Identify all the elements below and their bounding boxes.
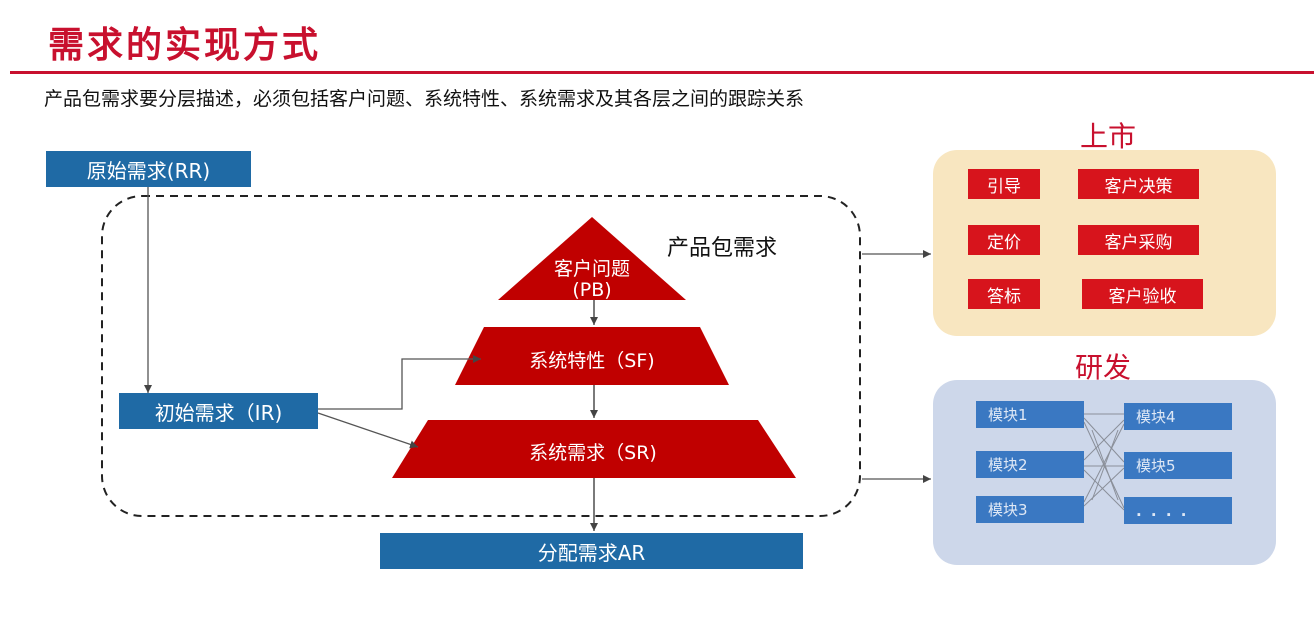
module-link: [1083, 467, 1125, 507]
module-box: 模块4: [1124, 403, 1232, 430]
product-package-label: 产品包需求: [667, 236, 778, 261]
module-link: [1083, 469, 1125, 511]
pb-label-line1: 客户问题: [553, 258, 630, 280]
module-box: 模块5: [1124, 452, 1232, 479]
market-item: 客户决策: [1078, 169, 1199, 199]
page-subtitle: 产品包需求要分层描述，必须包括客户问题、系统特性、系统需求及其各层之间的跟踪关系: [44, 88, 805, 110]
sr-label: 系统需求（SR): [529, 442, 657, 464]
sr-trapezoid: [392, 420, 796, 478]
raw-requirement-box: 原始需求(RR): [46, 151, 251, 187]
title-divider: [10, 71, 1314, 74]
module-box: 模块2: [976, 451, 1084, 478]
sf-label: 系统特性（SF): [529, 350, 655, 372]
pb-label-line2: (PB): [572, 279, 612, 301]
ir-to-sr-arrow: [317, 412, 419, 449]
sf-trapezoid: [455, 327, 729, 385]
market-item: 客户验收: [1082, 279, 1203, 309]
ir-to-sf-arrow: [318, 355, 481, 410]
page-title: 需求的实现方式: [48, 25, 322, 66]
initial-requirement-box: 初始需求（IR): [119, 393, 318, 429]
allocated-requirement-box: 分配需求AR: [380, 533, 803, 569]
market-panel-title: 上市: [1080, 120, 1137, 153]
module-box: 模块3: [976, 496, 1084, 523]
module-box: 模块1: [976, 401, 1084, 428]
market-item: 引导: [968, 169, 1040, 199]
product-package-boundary: [101, 195, 861, 517]
module-box-more: . . . .: [1124, 497, 1232, 524]
pb-triangle: [498, 217, 686, 300]
market-item: 定价: [968, 225, 1040, 255]
market-item: 客户采购: [1078, 225, 1199, 255]
rd-panel-title: 研发: [1075, 351, 1132, 384]
market-item: 答标: [968, 279, 1040, 309]
module-link: [1091, 429, 1119, 501]
module-link: [1083, 421, 1125, 509]
module-link: [1083, 419, 1125, 461]
